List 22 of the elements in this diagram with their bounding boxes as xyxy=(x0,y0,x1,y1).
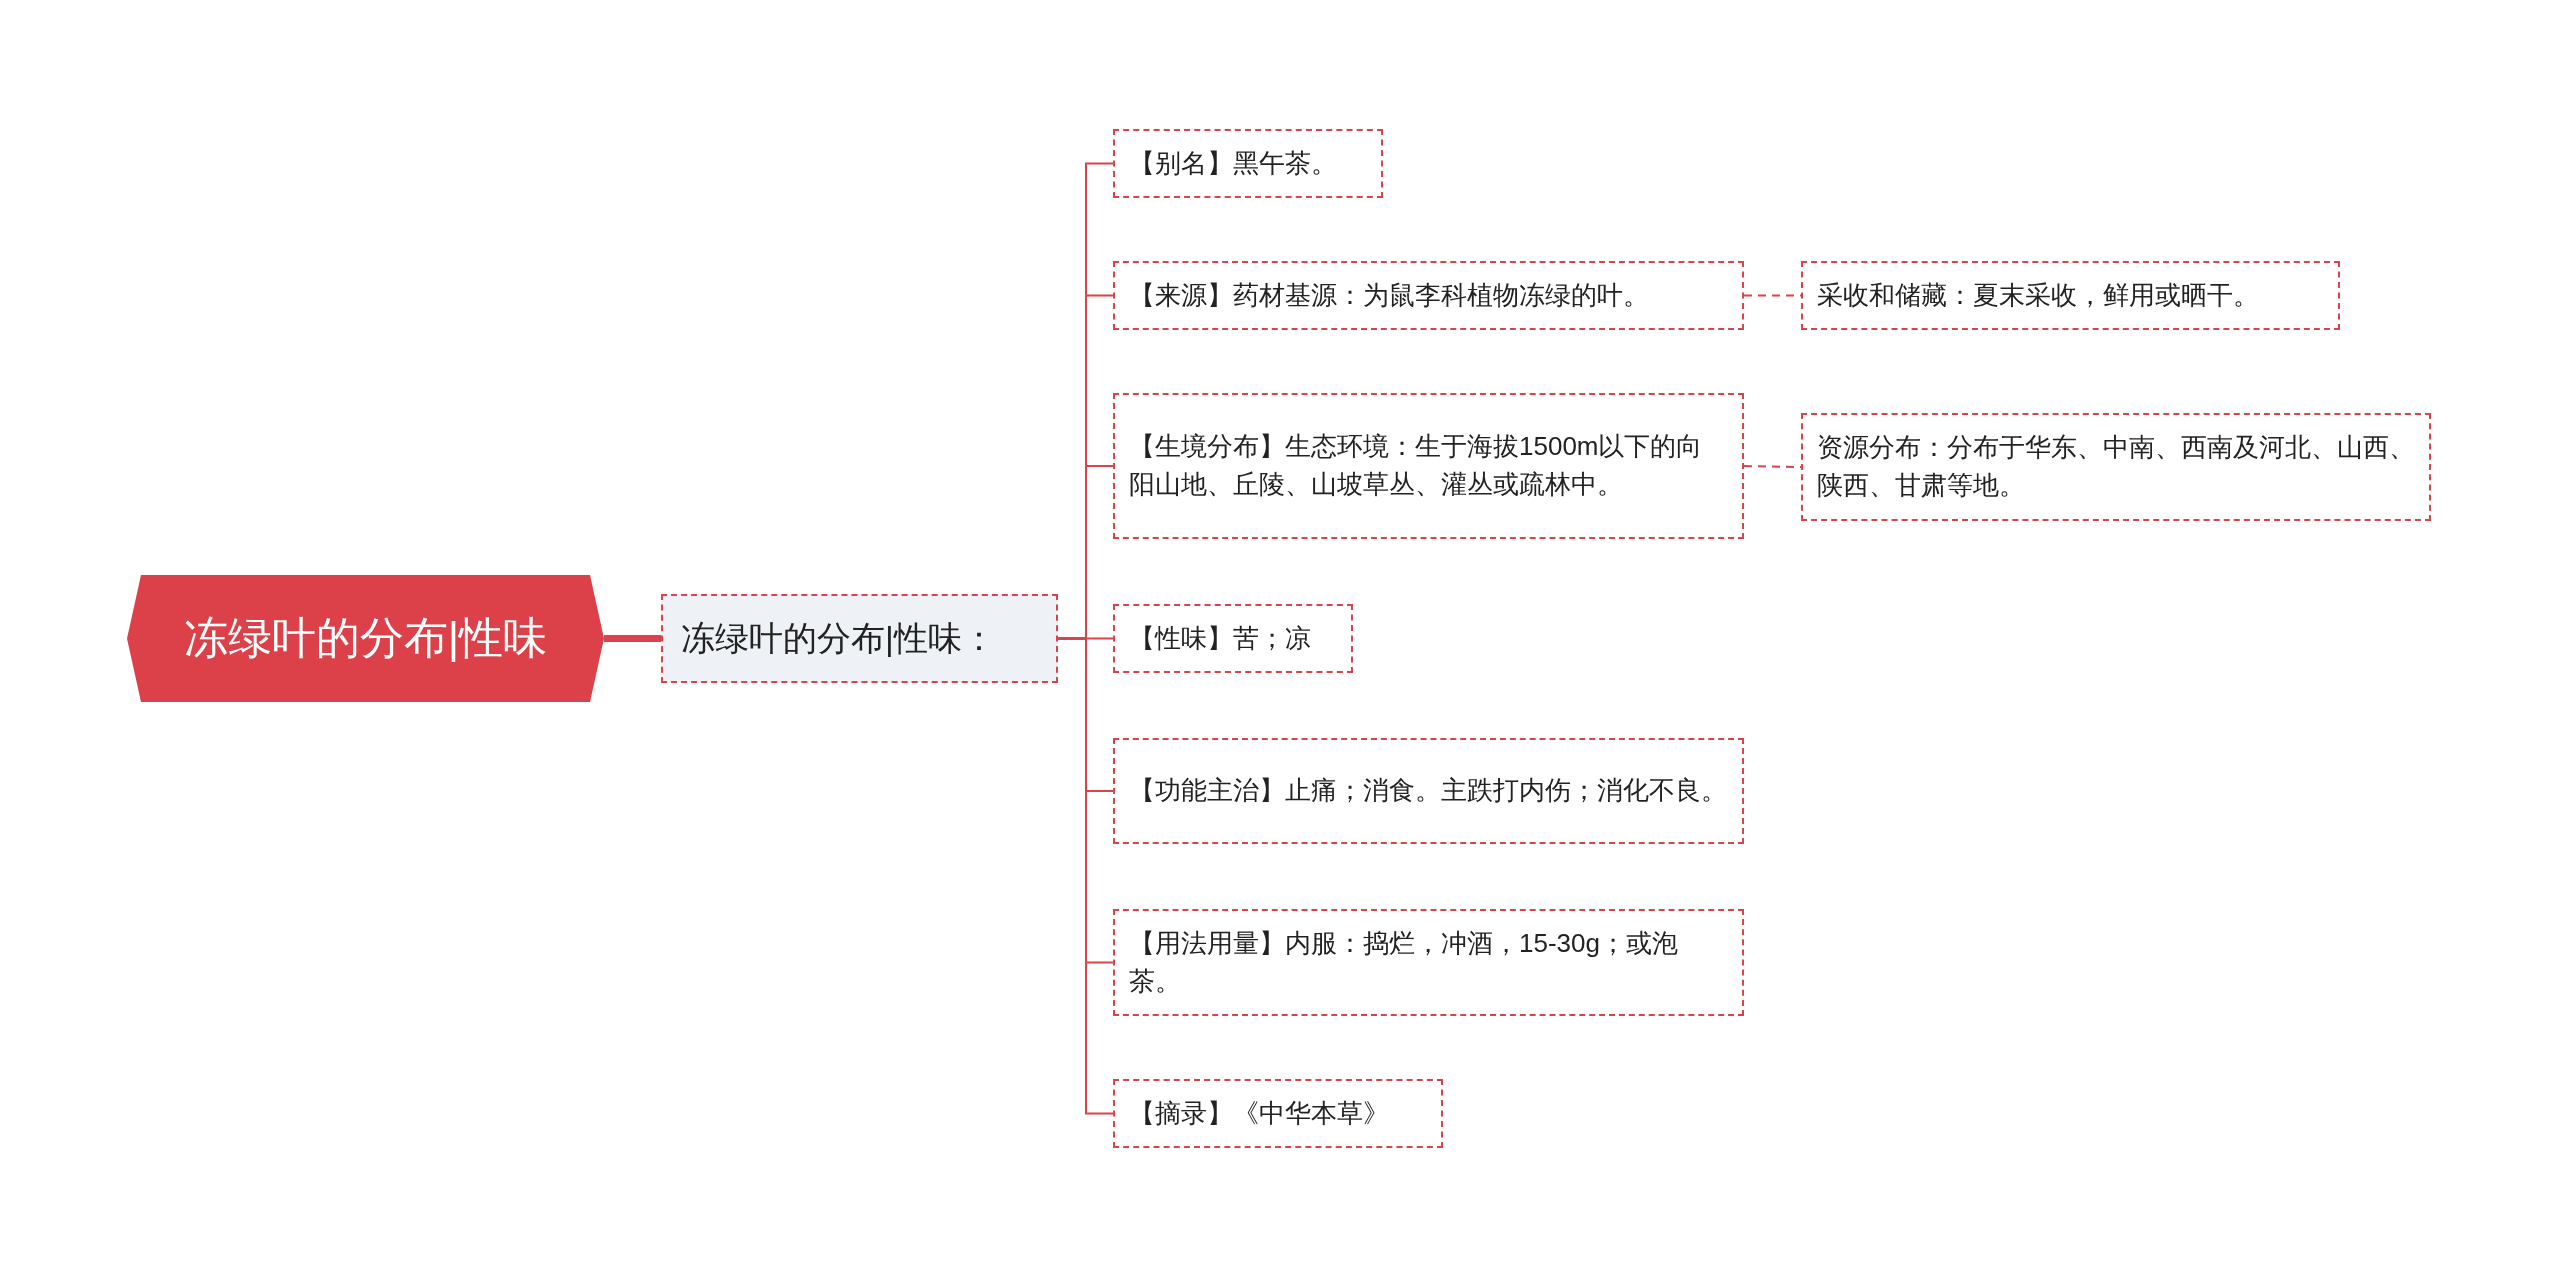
note-box xyxy=(1113,129,1383,198)
note-box xyxy=(1801,261,2340,330)
topic-box xyxy=(661,594,1058,683)
note-box xyxy=(1801,413,2431,521)
node-text: 【来源】药材基源：为鼠李科植物冻绿的叶。 xyxy=(1129,278,1649,312)
note-box xyxy=(1113,909,1744,1016)
node-text: 【性味】苦；凉 xyxy=(1129,621,1311,655)
node-text: 资源分布：分布于华东、中南、西南及河北、山西、陕西、甘肃等地。 xyxy=(1817,431,2415,502)
node-text: 冻绿叶的分布|性味： xyxy=(681,617,996,659)
node-text: 【功能主治】止痛；消食。主跌打内伤；消化不良。 xyxy=(1129,774,1727,808)
node-text: 【生境分布】生态环境：生于海拔1500m以下的向阳山地、丘陵、山坡草丛、灌丛或疏林中。 xyxy=(1129,430,1704,501)
note-box xyxy=(1113,604,1353,673)
note-box xyxy=(1113,738,1744,844)
connector xyxy=(604,635,661,642)
node-text: 【摘录】《中华本草》 xyxy=(1129,1096,1389,1130)
note-box xyxy=(1113,1079,1443,1148)
note-box xyxy=(1113,261,1744,330)
node-text: 采收和储藏：夏末采收，鲜用或晒干。 xyxy=(1817,278,2259,312)
root-title: 冻绿叶的分布|性味 xyxy=(183,612,548,664)
note-box xyxy=(1113,393,1744,539)
node-text: 【别名】黑午茶。 xyxy=(1129,146,1337,180)
node-text: 【用法用量】内服：捣烂，冲酒，15-30g；或泡茶。 xyxy=(1129,926,1679,998)
